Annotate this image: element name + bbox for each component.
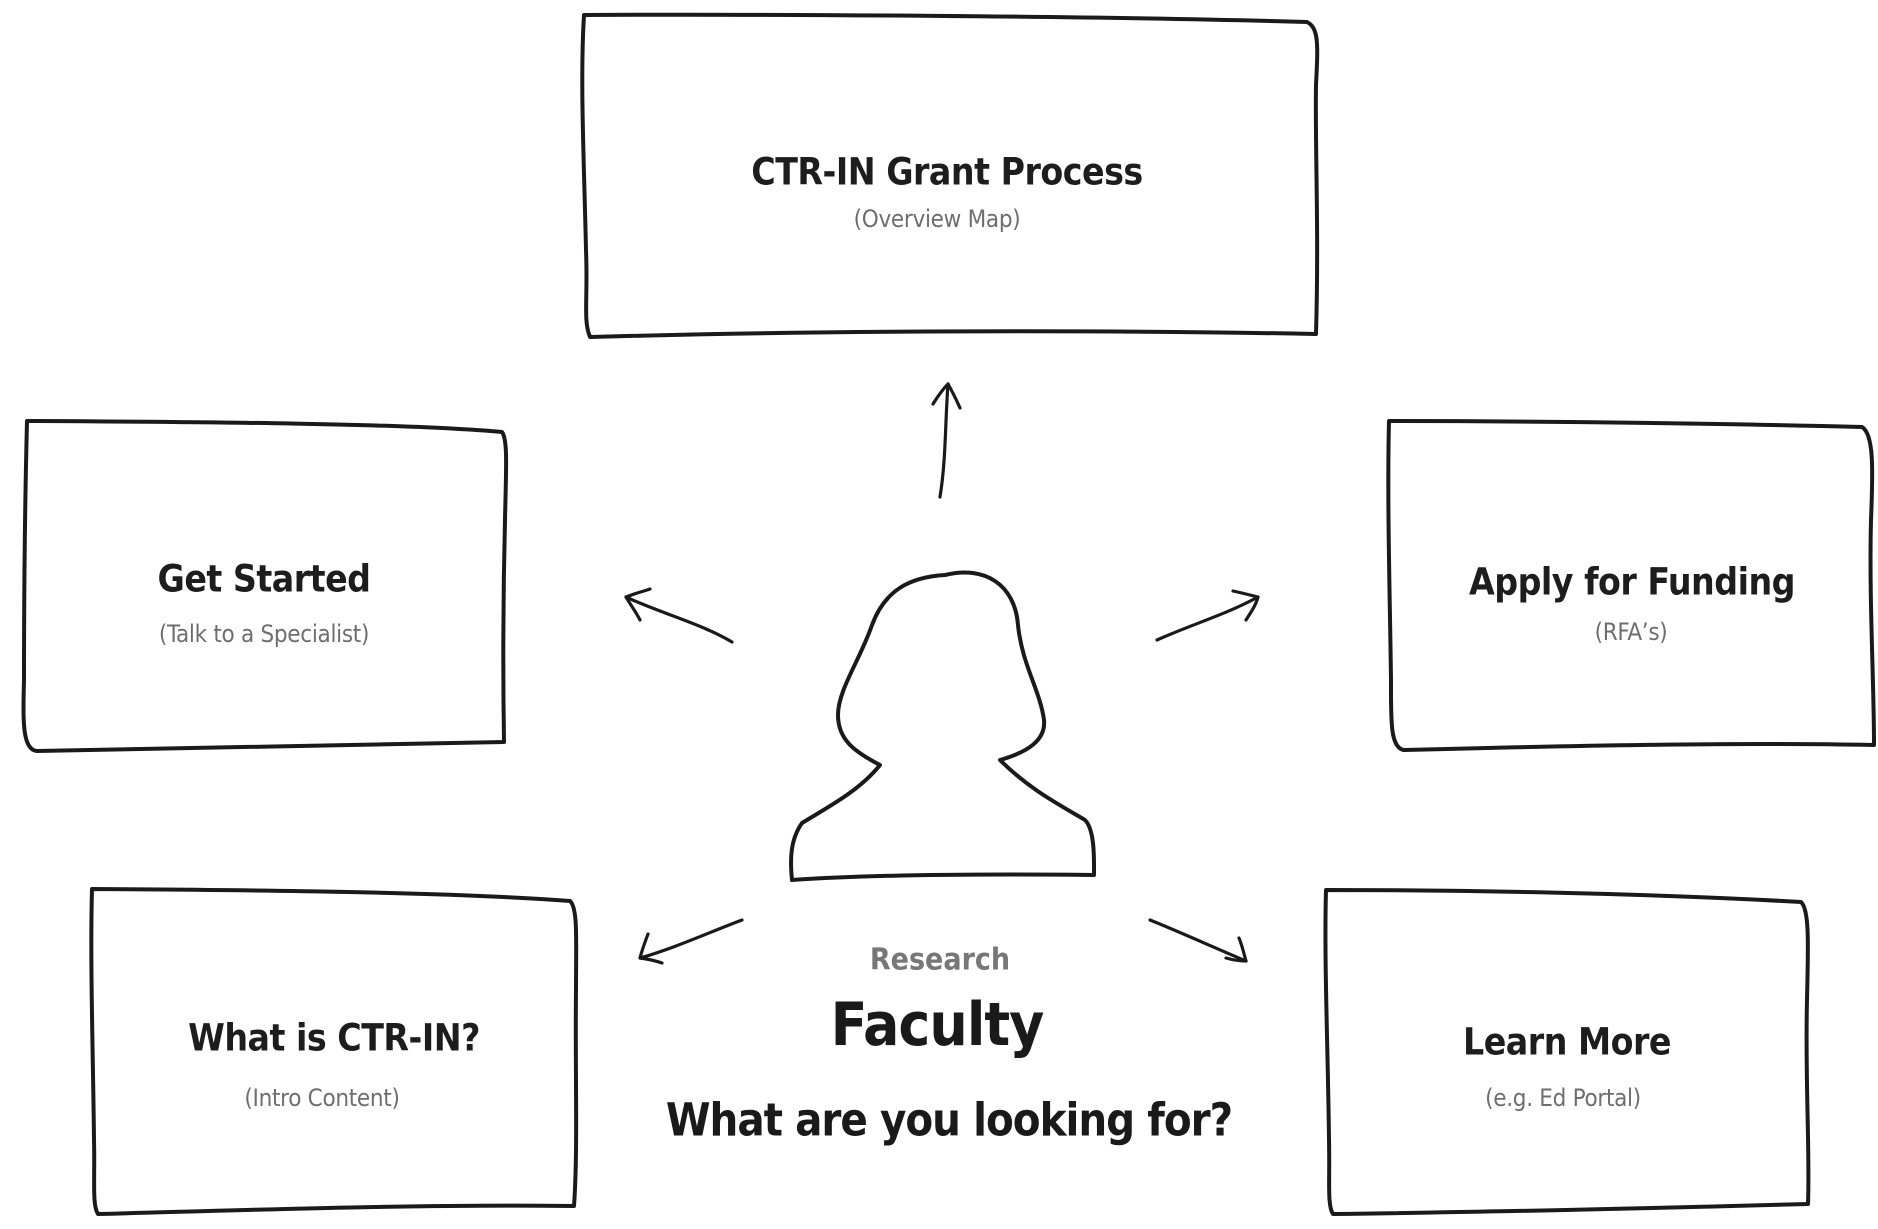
persona-question: What are you looking for? xyxy=(665,1093,1233,1147)
learn-more-box-outline xyxy=(1323,888,1811,1216)
arrow-up-icon xyxy=(931,382,962,499)
apply-funding-subtitle: (RFA’s) xyxy=(1594,618,1668,646)
get-started-box-outline xyxy=(21,419,509,753)
apply-funding-title: Apply for Funding xyxy=(1468,560,1796,604)
grant-process-box-outline xyxy=(580,12,1320,339)
arrow-down-right-icon xyxy=(1148,918,1248,963)
arrow-up-right-icon xyxy=(1155,589,1260,642)
person-silhouette-icon xyxy=(789,570,1097,882)
persona-eyebrow: Research xyxy=(869,942,1011,978)
grant-process-subtitle: (Overview Map) xyxy=(853,205,1021,233)
learn-more-title: Learn More xyxy=(1463,1020,1671,1064)
persona-title: Faculty xyxy=(830,990,1045,1060)
get-started-subtitle: (Talk to a Specialist) xyxy=(158,620,370,648)
what-is-subtitle: (Intro Content) xyxy=(244,1084,400,1112)
learn-more-subtitle: (e.g. Ed Portal) xyxy=(1485,1084,1641,1112)
apply-funding-box-outline xyxy=(1386,419,1876,752)
arrow-up-left-icon xyxy=(624,587,734,644)
arrow-down-left-icon xyxy=(638,918,744,965)
get-started-title: Get Started xyxy=(157,557,372,601)
what-is-box-outline xyxy=(89,887,579,1216)
grant-process-title: CTR-IN Grant Process xyxy=(751,150,1143,194)
what-is-title: What is CTR-IN? xyxy=(188,1016,480,1060)
